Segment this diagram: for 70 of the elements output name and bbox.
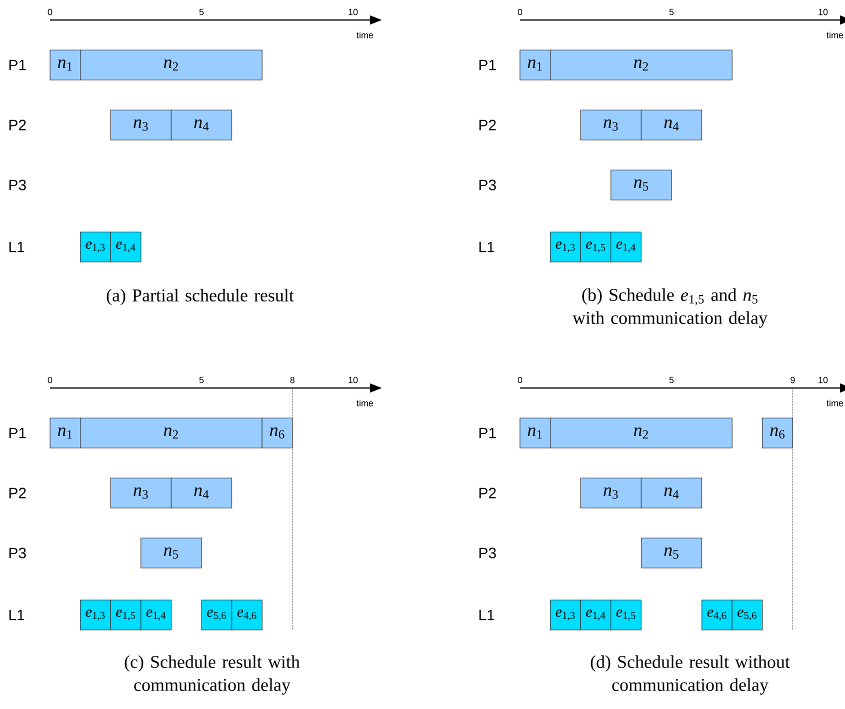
tick-label: 0 [48, 376, 52, 384]
task-bar: n$_{4}$ [170, 478, 232, 508]
message-bar: e$_{5,6}$ [201, 600, 232, 630]
row-label: P2 [9, 488, 26, 498]
row-label: P1 [479, 428, 496, 438]
message-bar: e$_{1,4}$ [110, 232, 142, 262]
task-bar: n$_{3}$ [580, 478, 642, 508]
tick-label: 5 [199, 8, 204, 16]
row-label: L1 [9, 242, 24, 252]
message-bar: e$_{1,4}$ [140, 600, 172, 630]
task-bar: n$_{1}$ [520, 50, 551, 80]
message-bar: e$_{5,6}$ [732, 600, 763, 630]
axis-label: time [826, 32, 844, 38]
task-bar: n$_{5}$ [610, 170, 672, 200]
task-bar: n$_{4}$ [170, 110, 232, 140]
tick-label: 5 [669, 376, 674, 384]
axis-label: time [826, 400, 844, 406]
tick-label: 0 [518, 376, 522, 384]
axis-label: time [356, 32, 374, 38]
row-label: P2 [479, 488, 496, 498]
tick-label: 5 [199, 376, 204, 384]
tick-label: 10 [348, 376, 358, 384]
tick-label: 10 [818, 376, 828, 384]
task-bar: n$_{5}$ [640, 538, 702, 568]
row-label: P3 [479, 180, 496, 190]
row-label: P3 [479, 548, 496, 558]
task-bar: n$_{1}$ [50, 50, 81, 80]
subfigure-caption: (a) Partial schedule result [106, 288, 294, 306]
row-label: P1 [479, 60, 496, 70]
task-bar: n$_{1}$ [50, 418, 81, 448]
task-bar: n$_{3}$ [110, 478, 172, 508]
row-label: P1 [9, 60, 26, 70]
row-label: L1 [9, 610, 24, 620]
axis-label: time [356, 400, 374, 406]
row-label: P3 [9, 180, 26, 190]
row-label: P2 [479, 120, 496, 130]
message-bar: e$_{1,3}$ [550, 232, 581, 262]
tick-label: 10 [818, 8, 828, 16]
row-label: L1 [479, 242, 494, 252]
tick-label: 8 [290, 376, 295, 384]
message-bar: e$_{1,3}$ [550, 600, 581, 630]
tick-label: 10 [348, 8, 358, 16]
message-bar: e$_{1,5}$ [110, 600, 142, 630]
task-bar: n$_{4}$ [640, 110, 702, 140]
task-bar: n$_{1}$ [520, 418, 551, 448]
message-bar: e$_{1,4}$ [580, 600, 612, 630]
tick-label: 5 [669, 8, 674, 16]
message-bar: e$_{4,6}$ [232, 600, 262, 630]
task-bar: n$_{3}$ [580, 110, 642, 140]
subfigure-caption: (b) Schedule e$_{1,5}$ and n$_{5}$ with communication delay [572, 288, 768, 328]
row-label: L1 [479, 610, 494, 620]
row-label: P2 [9, 120, 26, 130]
task-bar: n$_{4}$ [640, 478, 702, 508]
subfigure-caption: (d) Schedule result without communication delay [590, 655, 790, 695]
tick-label: 0 [48, 8, 52, 16]
message-bar: e$_{4,6}$ [702, 600, 732, 630]
tick-label: 0 [518, 8, 522, 16]
task-bar: n$_{3}$ [110, 110, 172, 140]
task-bar: n$_{5}$ [140, 538, 202, 568]
tick-label: 9 [790, 376, 795, 384]
task-bar: n$_{6}$ [262, 418, 293, 448]
message-bar: e$_{1,3}$ [80, 232, 111, 262]
message-bar: e$_{1,5}$ [580, 232, 612, 262]
row-label: P3 [9, 548, 26, 558]
message-bar: e$_{1,3}$ [80, 600, 111, 630]
row-label: P1 [9, 428, 26, 438]
subfigure-caption: (c) Schedule result with communication delay [124, 655, 300, 695]
message-bar: e$_{1,5}$ [610, 600, 642, 630]
task-bar: n$_{6}$ [762, 418, 793, 448]
message-bar: e$_{1,4}$ [610, 232, 642, 262]
